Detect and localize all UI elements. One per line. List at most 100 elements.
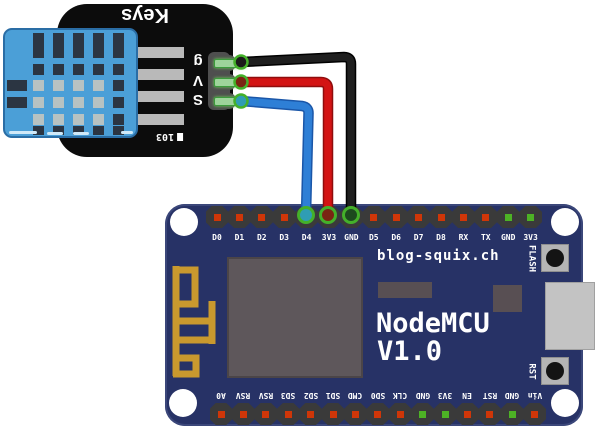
pin-label-d6: D6 (391, 233, 401, 242)
pin-dot (217, 410, 225, 418)
pin-dot (235, 213, 243, 221)
pin-dot (392, 213, 400, 221)
d4-pin-connector (297, 206, 315, 224)
pin-dot (437, 213, 445, 221)
pin-dot (262, 410, 270, 418)
pin-label-tx: TX (480, 233, 491, 242)
pin-bottom-rsv (254, 403, 278, 425)
pin-label-d2: D2 (256, 233, 267, 242)
pin-top-rx (451, 206, 475, 228)
pin-dot (258, 213, 266, 221)
power-wire (237, 78, 332, 219)
sensor-leg (138, 69, 184, 80)
mounting-hole (551, 389, 579, 417)
pin-bottom-3v3 (433, 403, 457, 425)
pin-dot (508, 410, 516, 418)
pin-dot (482, 213, 490, 221)
usb-connector (545, 282, 595, 350)
pin-bottom-sd2 (299, 403, 323, 425)
pin-bottom-cmd (343, 403, 367, 425)
pin-label-gnd: GND (500, 233, 516, 242)
mounting-hole (170, 208, 198, 236)
pin-top-d2 (250, 206, 274, 228)
flash-button (541, 244, 569, 272)
sensor-leg (138, 47, 184, 58)
mounting-hole (169, 389, 197, 417)
dht11-sensor (3, 28, 138, 138)
pin-label-d4: D4 (301, 233, 312, 242)
pin-label-gnd: GND (344, 233, 359, 242)
pin-dot (504, 213, 512, 221)
pin-dot (239, 410, 247, 418)
usb-serial-chip (378, 282, 432, 298)
pin-top-d5 (362, 206, 386, 228)
pin-dot (441, 410, 449, 418)
ground-wire (237, 53, 355, 219)
pin-top-d0 (205, 206, 229, 228)
pin-label-d5: D5 (368, 233, 379, 242)
pin-top-d8 (429, 206, 453, 228)
regulator-chip (493, 285, 522, 312)
esp8266-module (227, 257, 363, 378)
pin-top-d7 (407, 206, 431, 228)
pin-dot (374, 410, 382, 418)
pin-label-3v3: 3V3 (523, 233, 538, 242)
pin-bottom-sd1 (321, 403, 345, 425)
pin-top-d1 (227, 206, 251, 228)
pin-label-d8: D8 (436, 233, 446, 242)
pin-label-rx: RX (458, 233, 469, 242)
pin-dot (351, 410, 359, 418)
site-label: blog-squix.ch (377, 248, 500, 264)
signal-wire-start-connector (233, 93, 249, 109)
sensor-leg (138, 114, 184, 125)
pin-label-d7: D7 (413, 233, 424, 242)
pin-label-d0: D0 (212, 233, 222, 242)
pin-dot (396, 410, 404, 418)
pin-bottom-gnd (411, 403, 435, 425)
flash-button-cap (546, 249, 564, 267)
pin-dot (419, 410, 427, 418)
gnd-pin-connector (342, 206, 360, 224)
mounting-hole (551, 208, 579, 236)
signal-wire (237, 97, 313, 219)
pin-dot (486, 410, 494, 418)
pin-top-gnd (496, 206, 520, 228)
pin-dot (307, 410, 315, 418)
power-wire-start-connector (233, 74, 249, 90)
rst-button (541, 357, 569, 385)
pin-dot (329, 410, 337, 418)
rst-button-cap (546, 362, 564, 380)
pin-label-3v3: 3V3 (321, 233, 337, 242)
board-title: NodeMCU (376, 308, 490, 339)
pin-bottom-sd0 (366, 403, 390, 425)
pin-label-d1: D1 (234, 233, 245, 242)
pin-bottom-rst (478, 403, 502, 425)
pin-dot (459, 213, 467, 221)
pin-dot (463, 410, 471, 418)
pin-label-d3: D3 (279, 233, 289, 242)
pin-dot (415, 213, 423, 221)
pin-bottom-rsv (231, 403, 255, 425)
pin-top-3v3 (519, 206, 543, 228)
pin-bottom-a0 (209, 403, 233, 425)
pin-dot (280, 213, 288, 221)
pin-dot (284, 410, 292, 418)
pin-dot (213, 213, 221, 221)
pin-bottom-gnd (500, 403, 524, 425)
wifi-antenna-icon (172, 266, 216, 378)
pin-dot (531, 410, 539, 418)
sensor-leg (138, 91, 184, 102)
pin-dot (527, 213, 535, 221)
pin-top-d3 (272, 206, 296, 228)
signal-wire-outline (235, 95, 314, 221)
pin-bottom-clk (388, 403, 412, 425)
pin-bottom-en (455, 403, 479, 425)
pin-top-tx (474, 206, 498, 228)
pin-top-d6 (384, 206, 408, 228)
pin-dot (370, 213, 378, 221)
board-version: V1.0 (377, 336, 443, 367)
pin-bottom-vin (523, 403, 547, 425)
